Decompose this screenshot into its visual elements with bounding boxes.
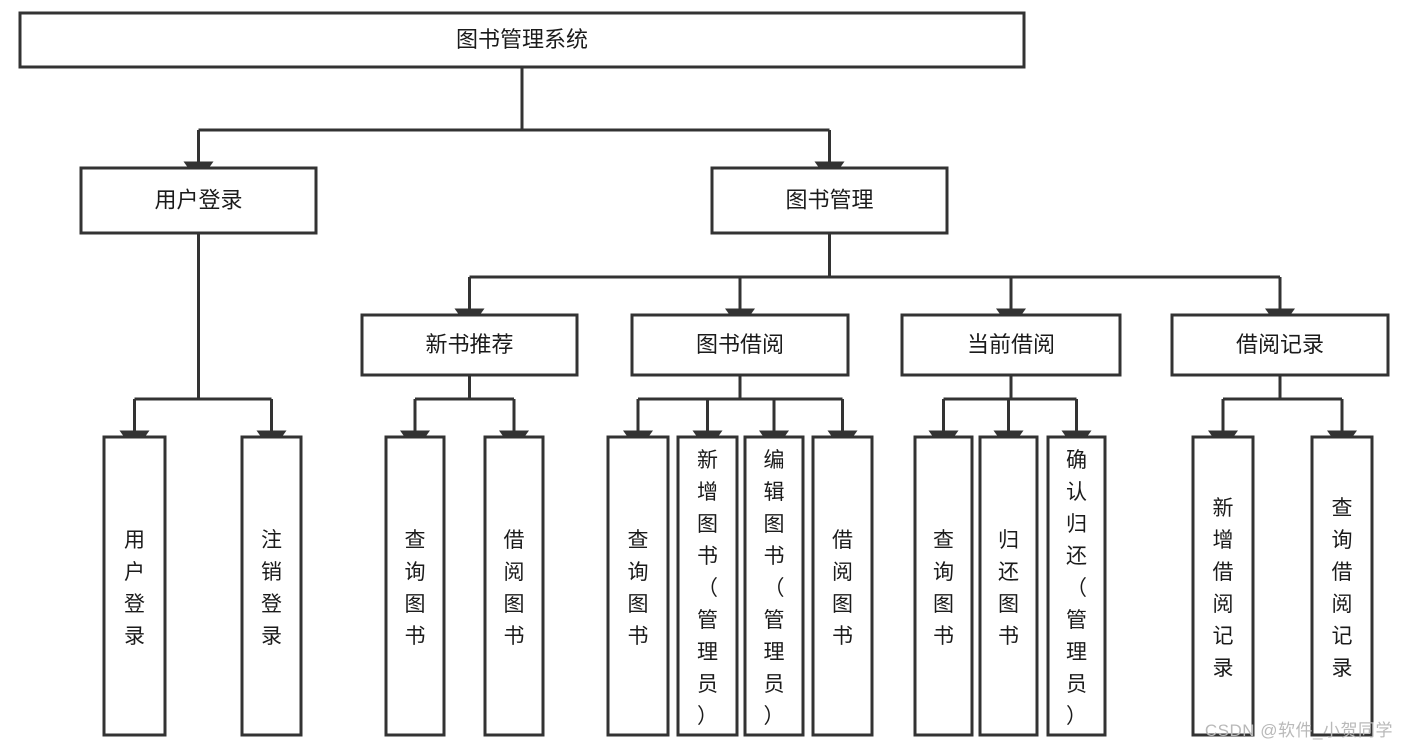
node-book-management[interactable]: 图书管理 xyxy=(710,166,949,235)
node-box-leaf-borrow-book-recommend[interactable] xyxy=(483,435,545,737)
node-box-new-book-recommend[interactable] xyxy=(360,313,579,377)
node-box-leaf-return-book[interactable] xyxy=(978,435,1039,737)
node-leaf-edit-book-admin[interactable]: 编辑图书（管理员） xyxy=(743,435,805,737)
node-label-leaf-user-login: 用户登录 xyxy=(124,529,145,648)
node-leaf-add-borrow-record[interactable]: 新增借阅记录 xyxy=(1191,435,1255,737)
node-label-leaf-logout-login: 注销登录 xyxy=(261,529,282,648)
node-label-new-book-recommend: 新书推荐 xyxy=(425,332,513,357)
connector-layer xyxy=(119,67,1357,452)
node-leaf-confirm-return-admin[interactable]: 确认归还（管理员） xyxy=(1046,435,1107,737)
connector-group-borrow-record xyxy=(1208,375,1357,452)
node-box-root[interactable] xyxy=(18,11,1026,69)
node-label-book-borrow: 图书借阅 xyxy=(696,332,784,357)
node-box-leaf-edit-book-admin[interactable] xyxy=(743,435,805,737)
node-box-current-borrow[interactable] xyxy=(900,313,1122,377)
node-box-leaf-query-book-borrow[interactable] xyxy=(606,435,670,737)
connector-group-book-borrow xyxy=(623,375,858,452)
connector-group-user-login xyxy=(119,233,287,452)
node-label-leaf-edit-book-admin: 编辑图书（管理员） xyxy=(764,449,785,728)
node-box-leaf-query-borrow-record[interactable] xyxy=(1310,435,1374,737)
node-box-book-borrow[interactable] xyxy=(630,313,850,377)
node-label-leaf-add-book-admin: 新增图书（管理员） xyxy=(697,449,718,728)
watermark-label: CSDN @软件_小贺同学 xyxy=(1204,721,1393,740)
node-box-leaf-logout-login[interactable] xyxy=(240,435,303,737)
node-box-leaf-borrow-book[interactable] xyxy=(811,435,874,737)
node-label-borrow-record: 借阅记录 xyxy=(1236,332,1324,357)
node-user-login[interactable]: 用户登录 xyxy=(79,166,318,235)
node-leaf-user-login[interactable]: 用户登录 xyxy=(102,435,167,737)
node-box-book-management[interactable] xyxy=(710,166,949,235)
node-label-leaf-query-book-recommend: 查询图书 xyxy=(405,529,426,648)
node-leaf-add-book-admin[interactable]: 新增图书（管理员） xyxy=(676,435,739,737)
node-label-leaf-query-borrow-record: 查询借阅记录 xyxy=(1332,497,1353,680)
node-leaf-query-book-recommend[interactable]: 查询图书 xyxy=(384,435,446,737)
connector-group-current-borrow xyxy=(928,375,1092,452)
node-label-leaf-borrow-book: 借阅图书 xyxy=(832,529,853,648)
node-box-user-login[interactable] xyxy=(79,166,318,235)
node-leaf-query-borrow-record[interactable]: 查询借阅记录 xyxy=(1310,435,1374,737)
node-label-leaf-borrow-book-recommend: 借阅图书 xyxy=(504,529,525,648)
node-current-borrow[interactable]: 当前借阅 xyxy=(900,313,1122,377)
node-label-leaf-query-book-borrow: 查询图书 xyxy=(628,529,649,648)
node-leaf-query-book-current[interactable]: 查询图书 xyxy=(913,435,974,737)
node-label-leaf-query-book-current: 查询图书 xyxy=(933,529,954,648)
node-box-leaf-add-borrow-record[interactable] xyxy=(1191,435,1255,737)
node-root[interactable]: 图书管理系统 xyxy=(18,11,1026,69)
node-label-root: 图书管理系统 xyxy=(456,27,588,52)
connector-group-root xyxy=(183,67,845,183)
node-borrow-record[interactable]: 借阅记录 xyxy=(1170,313,1390,377)
node-leaf-borrow-book-recommend[interactable]: 借阅图书 xyxy=(483,435,545,737)
node-book-borrow[interactable]: 图书借阅 xyxy=(630,313,850,377)
node-leaf-query-book-borrow[interactable]: 查询图书 xyxy=(606,435,670,737)
node-box-leaf-confirm-return-admin[interactable] xyxy=(1046,435,1107,737)
connector-group-book-management xyxy=(454,233,1295,330)
connector-group-new-book-recommend xyxy=(400,375,529,452)
node-label-current-borrow: 当前借阅 xyxy=(967,332,1055,357)
node-box-borrow-record[interactable] xyxy=(1170,313,1390,377)
node-leaf-return-book[interactable]: 归还图书 xyxy=(978,435,1039,737)
node-label-user-login: 用户登录 xyxy=(154,187,242,212)
node-layer: 图书管理系统用户登录图书管理新书推荐图书借阅当前借阅借阅记录用户登录注销登录查询… xyxy=(18,11,1390,737)
node-label-leaf-add-borrow-record: 新增借阅记录 xyxy=(1213,497,1234,680)
node-box-leaf-query-book-recommend[interactable] xyxy=(384,435,446,737)
node-leaf-logout-login[interactable]: 注销登录 xyxy=(240,435,303,737)
node-new-book-recommend[interactable]: 新书推荐 xyxy=(360,313,579,377)
node-label-leaf-return-book: 归还图书 xyxy=(998,529,1019,648)
node-box-leaf-query-book-current[interactable] xyxy=(913,435,974,737)
node-label-book-management: 图书管理 xyxy=(785,187,873,212)
node-leaf-borrow-book[interactable]: 借阅图书 xyxy=(811,435,874,737)
node-label-leaf-confirm-return-admin: 确认归还（管理员） xyxy=(1066,449,1087,728)
node-box-leaf-add-book-admin[interactable] xyxy=(676,435,739,737)
node-box-leaf-user-login[interactable] xyxy=(102,435,167,737)
